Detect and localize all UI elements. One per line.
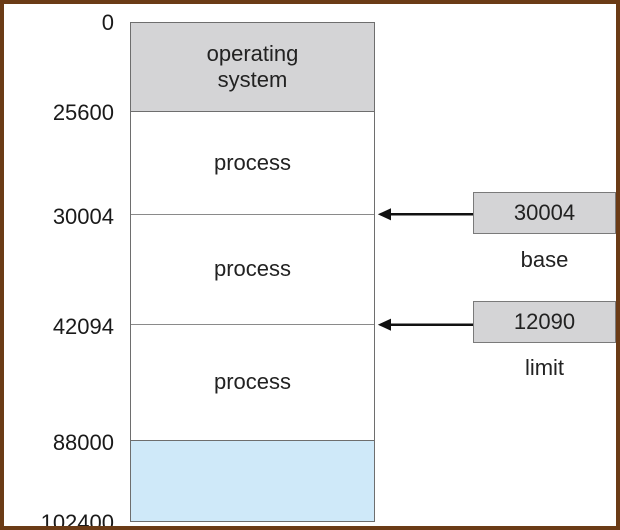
address-label-102400: 102400	[40, 510, 114, 530]
address-label-30004: 30004	[52, 204, 114, 229]
address-label-0: 0	[101, 10, 114, 35]
base-register-label: base	[520, 247, 569, 272]
address-label-42094: 42094	[52, 314, 114, 339]
free-memory-segment	[131, 441, 374, 521]
process-segment-1: process	[131, 112, 374, 215]
operating-system-segment: operating system	[131, 23, 374, 112]
base-arrow	[377, 208, 476, 221]
limit-register-box: 12090	[473, 301, 616, 343]
process-segment-2: process	[131, 215, 374, 325]
base-register-box: 30004	[473, 192, 616, 234]
limit-register-label: limit	[524, 355, 565, 380]
memory-column: operating system process process process	[130, 22, 375, 522]
address-label-88000: 88000	[52, 430, 114, 455]
limit-arrow	[377, 318, 476, 331]
process-segment-3: process	[131, 325, 374, 441]
limit-register-value: 12090	[513, 309, 576, 334]
base-register-value: 30004	[513, 200, 576, 225]
address-label-25600: 25600	[52, 100, 114, 125]
